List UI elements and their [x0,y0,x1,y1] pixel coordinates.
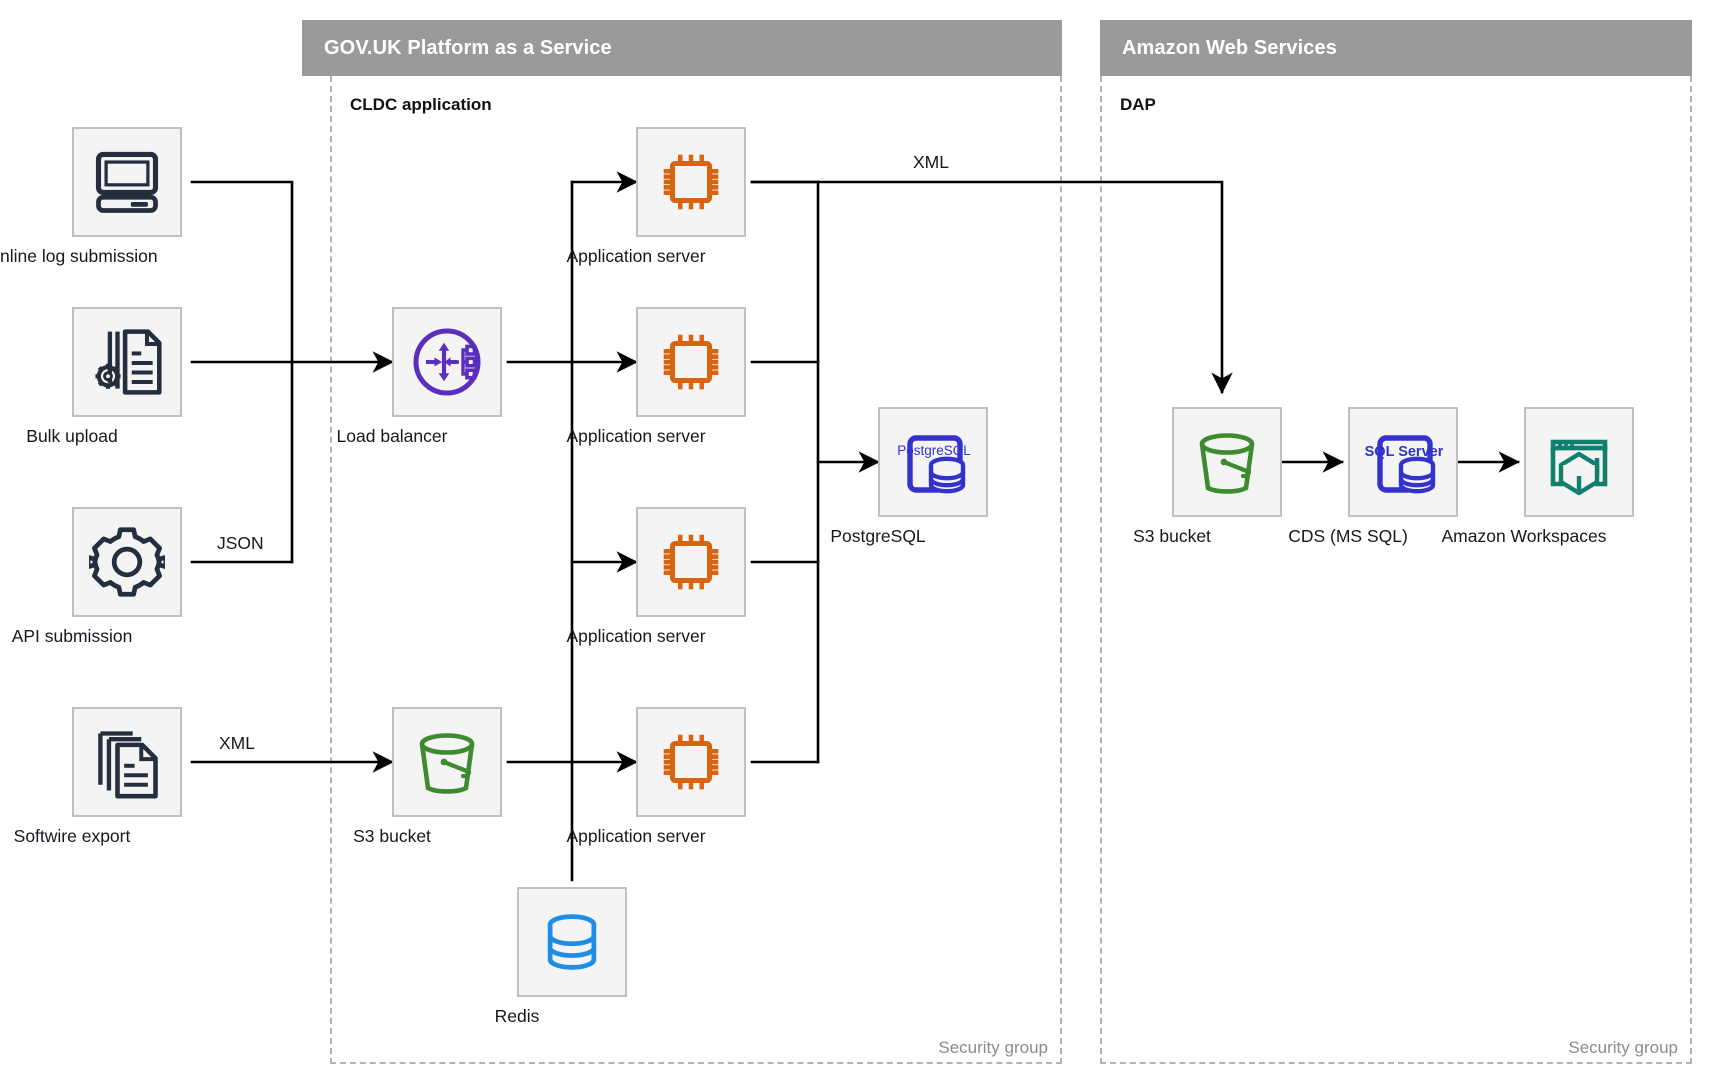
application-server-3-tile[interactable] [636,507,746,617]
online-log-submission-label: Online log submission [0,246,158,266]
security-group-paas: Security group [330,76,1062,1064]
redis-database-icon [547,914,597,970]
svg-text:SQL Server: SQL Server [1365,444,1443,460]
application-server-2-label: Application server [566,426,706,446]
cds-ms-sql-label: CDS (MS SQL) [1288,526,1408,546]
cpu-chip-icon [663,734,719,790]
security-group-aws-label: Security group [1568,1038,1678,1057]
redis-tile[interactable] [517,887,627,997]
edge-label-xml-export: XML [913,152,949,172]
s3-bucket-aws-label: S3 bucket [1133,526,1211,546]
api-submission-label: API submission [11,626,133,646]
gear-icon [89,527,165,597]
edge-label-json: JSON [217,533,264,553]
s3-bucket-paas-label: S3 bucket [353,826,431,846]
desktop-computer-icon [95,151,159,213]
application-server-4-tile[interactable] [636,707,746,817]
s3-bucket-icon [1199,433,1255,494]
application-server-2-tile[interactable] [636,307,746,417]
application-server-4-label: Application server [566,826,706,846]
load-balancer-label: Load balancer [336,426,448,446]
application-server-1-label: Application server [566,246,706,266]
subgroup-title-cldc: CLDC application [350,95,492,114]
amazon-workspaces-icon [1550,439,1608,496]
cpu-chip-icon [663,334,719,390]
softwire-export-label: Softwire export [13,826,131,846]
online-log-submission-tile[interactable] [72,127,182,237]
edge-label-xml-softwire: XML [219,733,255,753]
document-stack-icon [98,731,158,799]
security-group-aws: Security group [1100,76,1692,1064]
load-balancer-tile[interactable] [392,307,502,417]
bulk-upload-tile[interactable] [72,307,182,417]
amazon-workspaces-label: Amazon Workspaces [1441,526,1607,546]
load-balancer-icon [413,328,481,396]
postgresql-tile[interactable]: PostgreSQL [878,407,988,517]
sql-server-icon: SQL Server [1365,435,1443,494]
group-header-paas: GOV.UK Platform as a Service [302,20,1062,76]
postgresql-icon: PostgreSQL [897,435,971,494]
cpu-chip-icon [663,154,719,210]
security-group-paas-label: Security group [938,1038,1048,1057]
group-header-paas-label: GOV.UK Platform as a Service [324,36,612,59]
cds-ms-sql-tile[interactable]: SQL Server [1348,407,1458,517]
document-gear-icon [95,329,162,395]
subgroup-title-dap: DAP [1120,95,1156,114]
group-header-aws-label: Amazon Web Services [1122,36,1337,59]
softwire-export-tile[interactable] [72,707,182,817]
application-server-3-label: Application server [566,626,706,646]
application-server-1-tile[interactable] [636,127,746,237]
svg-text:PostgreSQL: PostgreSQL [897,443,971,458]
cpu-chip-icon [663,534,719,590]
s3-bucket-icon [419,733,475,794]
group-header-aws: Amazon Web Services [1100,20,1692,76]
s3-bucket-paas-tile[interactable] [392,707,502,817]
s3-bucket-aws-tile[interactable] [1172,407,1282,517]
edge-online-log-to-bus [190,180,294,564]
redis-label: Redis [494,1006,540,1026]
api-submission-tile[interactable] [72,507,182,617]
bulk-upload-label: Bulk upload [26,426,118,446]
postgresql-label: PostgreSQL [830,526,926,546]
amazon-workspaces-tile[interactable] [1524,407,1634,517]
